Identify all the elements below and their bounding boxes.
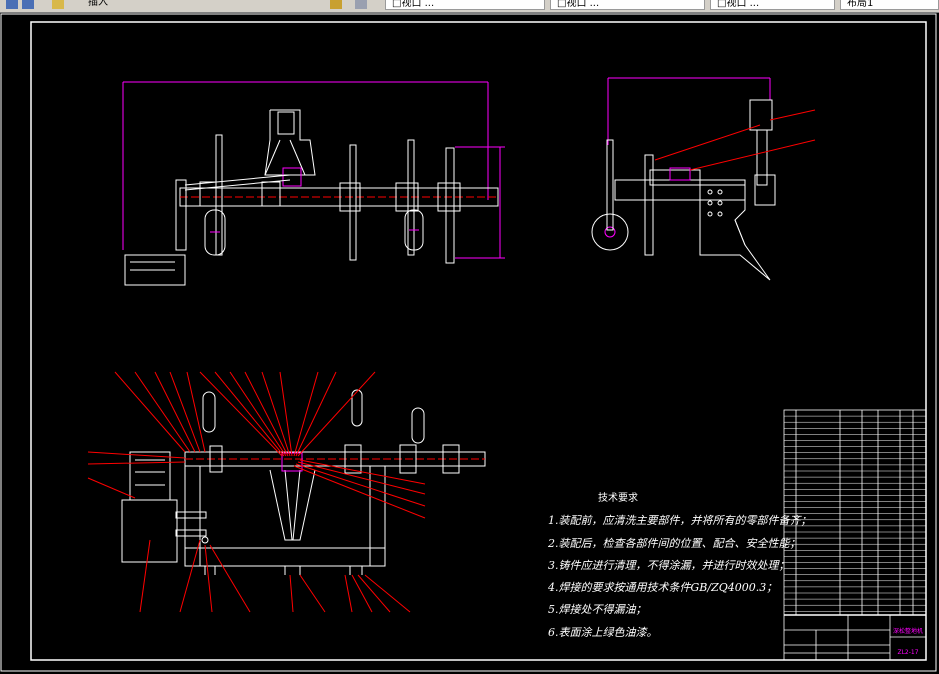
requirement-line-3: 3.铸件应进行清理，不得涂漏，并进行时效处理； bbox=[548, 559, 790, 572]
tab-viewport-2[interactable]: □视口 ... bbox=[550, 0, 705, 10]
technical-requirements-title: 技术要求 bbox=[598, 493, 638, 504]
title-block-text: 深松整地机 ZL2-17 bbox=[893, 627, 923, 656]
requirement-line-2: 2.装配后，检查各部件间的位置、配合、安全性能； bbox=[548, 537, 801, 550]
folder-icon[interactable] bbox=[52, 0, 64, 9]
tab-viewport-1[interactable]: □视口 ... bbox=[385, 0, 545, 10]
front-view bbox=[122, 81, 505, 286]
outer-frame bbox=[0, 13, 937, 672]
tab-layout[interactable]: 布局1 bbox=[840, 0, 939, 10]
requirement-line-5: 5.焊接处不得漏油； bbox=[548, 603, 647, 616]
properties-icon[interactable] bbox=[355, 0, 367, 9]
requirement-line-4: 4.焊接的要求按通用技术条件GB/ZQ4000.3； bbox=[548, 581, 778, 594]
parts-list-table bbox=[783, 409, 927, 661]
toolbar-item-insert[interactable]: 插入 bbox=[88, 0, 108, 8]
inner-frame bbox=[30, 21, 927, 661]
requirement-line-1: 1.装配前，应清洗主要部件，并将所有的零部件备齐； bbox=[548, 514, 812, 527]
drawing-title: 深松整地机 bbox=[893, 627, 923, 635]
drawing-canvas[interactable]: 深松整地机 ZL2-17 bbox=[0, 12, 939, 674]
nav-forward-icon[interactable] bbox=[22, 0, 34, 9]
parts-list-rows bbox=[784, 415, 926, 612]
requirement-line-6: 6.表面涂上绿色油漆。 bbox=[548, 626, 658, 639]
layer-icon[interactable] bbox=[330, 0, 342, 9]
tab-viewport-3[interactable]: □视口 ... bbox=[710, 0, 835, 10]
plan-view bbox=[87, 371, 486, 613]
nav-back-icon[interactable] bbox=[6, 0, 18, 9]
cad-toolbar: 插入 □视口 ... □视口 ... □视口 ... 布局1 bbox=[0, 0, 939, 13]
side-view bbox=[591, 77, 816, 281]
drawing-number: ZL2-17 bbox=[897, 649, 918, 656]
